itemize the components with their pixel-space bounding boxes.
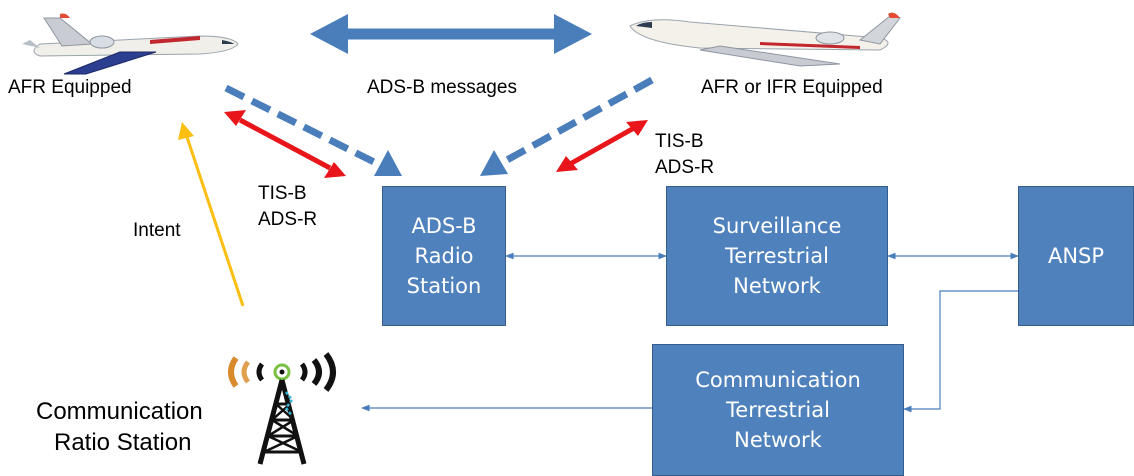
adsb-messages-label: ADS-B messages: [367, 77, 517, 98]
communication-station-label-2: Ratio Station: [54, 429, 192, 456]
tisb-label-left: TIS-B: [258, 183, 307, 204]
adsr-label-right: ADS-R: [655, 157, 715, 178]
communication-station-label-1: Communication: [36, 398, 203, 425]
tisb-label-right: TIS-B: [655, 131, 704, 152]
ansp-line1: ANSP: [1047, 244, 1105, 268]
ansp-box: ANSP: [1018, 186, 1134, 326]
surveillance-line1: Surveillance: [712, 214, 842, 238]
adsb-radio-line3: Station: [406, 274, 482, 298]
dashed-arrow-left-aircraft: [224, 84, 402, 176]
afr-equipped-label: AFR Equipped: [8, 77, 132, 98]
surveillance-line2: Terrestrial: [725, 244, 829, 268]
adsb-messages-arrow: [310, 14, 592, 54]
intent-arrow: [178, 122, 245, 307]
aircraft-right-icon: [629, 12, 901, 67]
radio-tower-icon: [228, 352, 336, 465]
communication-line1: Communication: [695, 368, 861, 392]
communication-line3: Network: [734, 428, 822, 452]
tisb-arrow-right: [556, 120, 648, 172]
adsr-label-left: ADS-R: [258, 209, 318, 230]
aircraft-left-icon: [22, 13, 239, 75]
dashed-arrow-right-aircraft: [480, 76, 654, 176]
surveillance-terrestrial-network-box: Surveillance Terrestrial Network: [666, 186, 888, 326]
adsb-radio-station-box: ADS-B Radio Station: [382, 186, 506, 326]
intent-label: Intent: [133, 220, 181, 241]
surveillance-line3: Network: [733, 274, 821, 298]
adsb-radio-line2: Radio: [414, 244, 474, 268]
communication-line2: Terrestrial: [726, 398, 830, 422]
connector-ansp-communication: [903, 290, 1018, 413]
communication-terrestrial-network-box: Communication Terrestrial Network: [652, 344, 904, 476]
tisb-arrow-left: [224, 110, 346, 178]
adsb-radio-line1: ADS-B: [411, 214, 477, 238]
afr-ifr-equipped-label: AFR or IFR Equipped: [701, 77, 883, 98]
